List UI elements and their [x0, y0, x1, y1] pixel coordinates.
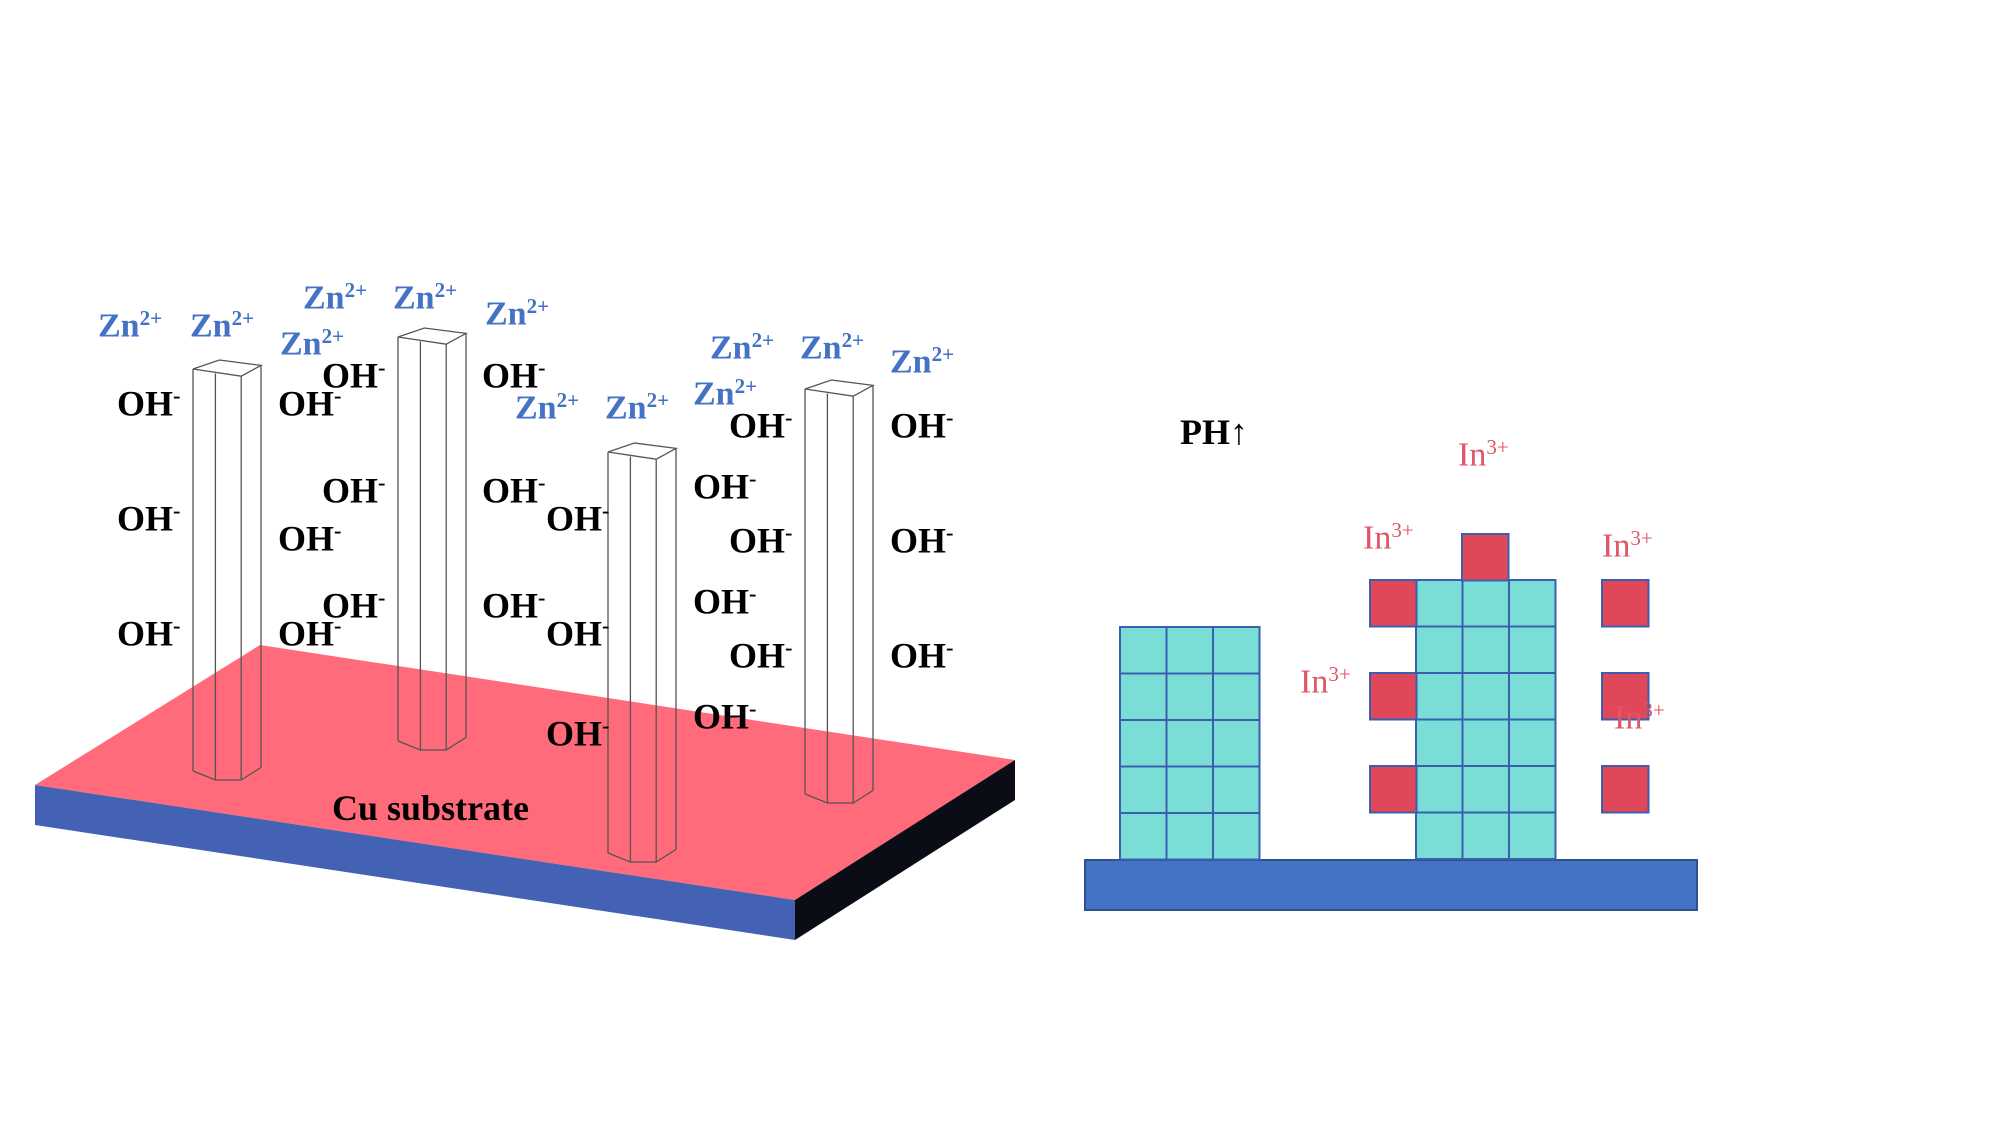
- crystal-cell: [1119, 812, 1168, 861]
- nanorod: [607, 442, 679, 863]
- zn-ion-label: Zn2+: [303, 278, 368, 317]
- base-plate: [1084, 859, 1698, 911]
- oh-ion-label: OH-: [729, 520, 793, 561]
- crystal-cell: [1212, 719, 1261, 768]
- oh-ion-label: OH-: [278, 383, 342, 424]
- zn-ion-label: Zn2+: [485, 294, 550, 333]
- crystal-cell: [1461, 625, 1510, 674]
- crystal-cell: [1165, 765, 1214, 814]
- oh-ion-label: OH-: [546, 613, 610, 654]
- crystal-cell: [1212, 626, 1261, 675]
- crystal-cell: [1212, 812, 1261, 861]
- crystal-cell: [1508, 765, 1557, 814]
- oh-ion-label: OH-: [890, 635, 954, 676]
- in-ion-label: In3+: [1614, 698, 1665, 737]
- crystal-cell: [1415, 672, 1464, 721]
- oh-ion-label: OH-: [693, 466, 757, 507]
- indium-cell: [1601, 765, 1650, 814]
- oh-ion-label: OH-: [322, 470, 386, 511]
- oh-ion-label: OH-: [117, 383, 181, 424]
- oh-ion-label: OH-: [322, 585, 386, 626]
- in-ion-label: In3+: [1458, 435, 1509, 474]
- growth-schematic: [1084, 533, 1698, 911]
- ph-increase-label: PH↑: [1180, 412, 1248, 452]
- crystal-cell: [1415, 718, 1464, 767]
- indium-cell: [1369, 765, 1418, 814]
- crystal-block-left: [1119, 626, 1261, 861]
- substrate-side-face: [795, 760, 1015, 940]
- indium-cell: [1601, 579, 1650, 628]
- crystal-cell: [1508, 718, 1557, 767]
- crystal-cell: [1165, 812, 1214, 861]
- zn-ion-label: Zn2+: [190, 306, 255, 345]
- indium-cell: [1369, 579, 1418, 628]
- crystal-cell: [1212, 672, 1261, 721]
- in-ion-label: In3+: [1300, 662, 1351, 701]
- zn-ion-label: Zn2+: [98, 306, 163, 345]
- oh-ion-label: OH-: [278, 613, 342, 654]
- crystal-cell: [1508, 811, 1557, 860]
- oh-ion-label: OH-: [482, 585, 546, 626]
- crystal-cell: [1461, 765, 1510, 814]
- indium-cell: [1461, 533, 1510, 582]
- crystal-cell: [1415, 625, 1464, 674]
- substrate-label: Cu substrate: [332, 788, 530, 828]
- crystal-cell: [1508, 672, 1557, 721]
- indium-cell: [1601, 672, 1650, 721]
- crystal-cell: [1461, 579, 1510, 628]
- crystal-cell: [1461, 672, 1510, 721]
- oh-ion-label: OH-: [890, 405, 954, 446]
- oh-ion-label: OH-: [890, 520, 954, 561]
- oh-ion-label: OH-: [693, 581, 757, 622]
- oh-ion-label: OH-: [322, 355, 386, 396]
- oh-ion-label: OH-: [482, 470, 546, 511]
- zn-ion-label: Zn2+: [890, 342, 955, 381]
- substrate-top-face: [35, 645, 1015, 900]
- crystal-cell: [1212, 765, 1261, 814]
- substrate-front-face: [35, 785, 795, 940]
- crystal-cell: [1119, 719, 1168, 768]
- zn-ion-label: Zn2+: [393, 278, 458, 317]
- indium-cells: [1369, 533, 1650, 814]
- oh-ion-label: OH-: [729, 635, 793, 676]
- zn-ion-label: Zn2+: [693, 374, 758, 413]
- zn-ion-label: Zn2+: [605, 388, 670, 427]
- crystal-cell: [1461, 718, 1510, 767]
- oh-ion-label: OH-: [546, 498, 610, 539]
- crystal-block-right: [1415, 579, 1557, 860]
- oh-ion-label: OH-: [117, 613, 181, 654]
- nanorod: [192, 359, 264, 781]
- oh-ion-label: OH-: [546, 713, 610, 754]
- crystal-cell: [1119, 626, 1168, 675]
- in-ion-label: In3+: [1363, 518, 1414, 557]
- crystal-cell: [1415, 765, 1464, 814]
- oh-ion-label: OH-: [278, 518, 342, 559]
- crystal-cell: [1119, 765, 1168, 814]
- crystal-cell: [1508, 625, 1557, 674]
- indium-cell: [1369, 672, 1418, 721]
- cu-substrate-slab: [35, 645, 1015, 940]
- crystal-cell: [1165, 672, 1214, 721]
- crystal-cell: [1415, 579, 1464, 628]
- zn-ion-label: Zn2+: [710, 328, 775, 367]
- nanorod: [397, 327, 469, 751]
- crystal-cell: [1508, 579, 1557, 628]
- zno-nanorods: [192, 327, 876, 863]
- oh-ion-label: OH-: [693, 696, 757, 737]
- in-ion-label: In3+: [1602, 526, 1653, 565]
- crystal-cell: [1415, 811, 1464, 860]
- zn-ion-label: Zn2+: [515, 388, 580, 427]
- oh-ion-label: OH-: [117, 498, 181, 539]
- crystal-cell: [1119, 672, 1168, 721]
- zn-ion-label: Zn2+: [280, 324, 345, 363]
- oh-ion-label: OH-: [729, 405, 793, 446]
- zn-ion-label: Zn2+: [800, 328, 865, 367]
- crystal-cell: [1461, 811, 1510, 860]
- crystal-cell: [1165, 626, 1214, 675]
- crystal-cell: [1165, 719, 1214, 768]
- oh-ion-label: OH-: [482, 355, 546, 396]
- nanorod: [804, 379, 876, 804]
